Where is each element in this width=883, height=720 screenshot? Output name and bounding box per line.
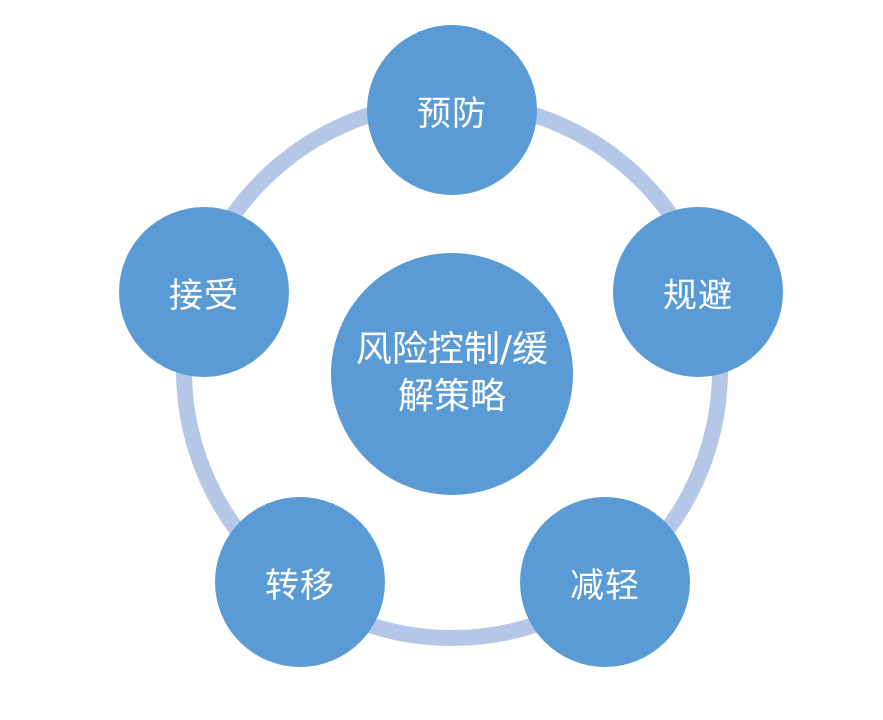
- node-acceptance: 接受: [119, 207, 289, 377]
- node-avoidance-label: 规避: [663, 275, 733, 316]
- node-mitigation: 减轻: [520, 497, 690, 667]
- node-prevention: 预防: [367, 25, 537, 195]
- node-prevention-label: 预防: [417, 93, 487, 134]
- node-transfer: 转移: [215, 497, 385, 667]
- node-transfer-label: 转移: [265, 565, 335, 606]
- node-avoidance: 规避: [613, 207, 783, 377]
- center-node: 风险控制/缓解策略: [331, 253, 573, 495]
- center-node-label: 风险控制/缓解策略: [355, 329, 549, 417]
- node-acceptance-label: 接受: [169, 275, 239, 316]
- node-mitigation-label: 减轻: [570, 565, 640, 606]
